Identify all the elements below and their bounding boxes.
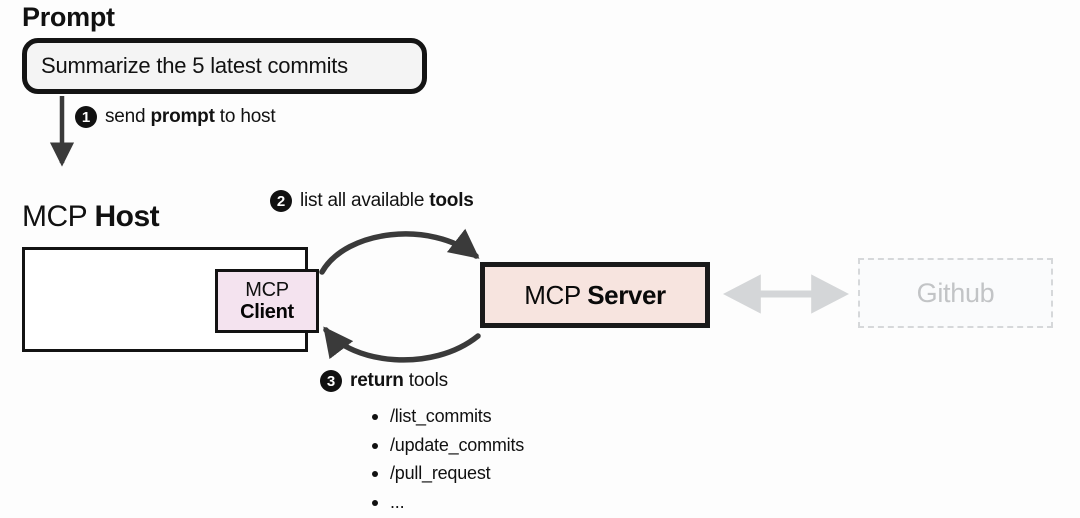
step-2-text: list all available tools xyxy=(300,190,474,212)
mcp-client-line2: Client xyxy=(240,301,294,323)
step-3-badge: 3 xyxy=(320,370,342,392)
step-1-text-pre: send xyxy=(105,106,151,127)
step-1-text: send prompt to host xyxy=(105,106,276,128)
mcp-client-box[interactable]: MCP Client xyxy=(215,269,319,333)
github-box[interactable]: Github xyxy=(858,258,1053,328)
mcp-host-label: MCP Host xyxy=(22,199,160,235)
step-1-label: 1 send prompt to host xyxy=(75,106,276,128)
list-item: /list_commits xyxy=(371,402,524,431)
list-item: /update_commits xyxy=(371,431,524,460)
list-item: /pull_request xyxy=(371,459,524,488)
step-2-label: 2 list all available tools xyxy=(270,190,474,212)
step-1-text-post: to host xyxy=(214,106,276,127)
prompt-box[interactable]: Summarize the 5 latest commits xyxy=(22,38,427,94)
mcp-server-label-pre: MCP xyxy=(524,279,588,310)
step-2-text-bold: tools xyxy=(429,190,474,211)
step-2-text-pre: list all available xyxy=(300,190,430,211)
step-2-badge: 2 xyxy=(270,190,292,212)
list-item: ... xyxy=(371,488,524,517)
mcp-server-box[interactable]: MCP Server xyxy=(480,262,710,328)
mcp-client-line1: MCP xyxy=(245,278,289,301)
arrow-client-to-server xyxy=(319,228,480,275)
mcp-host-label-bold: Host xyxy=(94,200,160,233)
step-1-text-bold: prompt xyxy=(150,106,215,127)
tools-list: /list_commits /update_commits /pull_requ… xyxy=(368,402,524,516)
step-3-label: 3 return tools xyxy=(320,370,448,392)
step-3-text: return tools xyxy=(350,370,448,392)
prompt-title: Prompt xyxy=(22,2,115,32)
mcp-server-label-bold: Server xyxy=(587,279,666,310)
mcp-server-label: MCP Server xyxy=(524,280,666,311)
step-3-text-bold: return xyxy=(350,370,404,391)
step-1-badge: 1 xyxy=(75,106,97,128)
arrow-server-to-client xyxy=(323,326,481,363)
mcp-host-label-pre: MCP xyxy=(22,200,95,233)
github-label: Github xyxy=(916,277,995,308)
prompt-text: Summarize the 5 latest commits xyxy=(41,53,348,78)
step-3-text-post: tools xyxy=(403,370,448,391)
